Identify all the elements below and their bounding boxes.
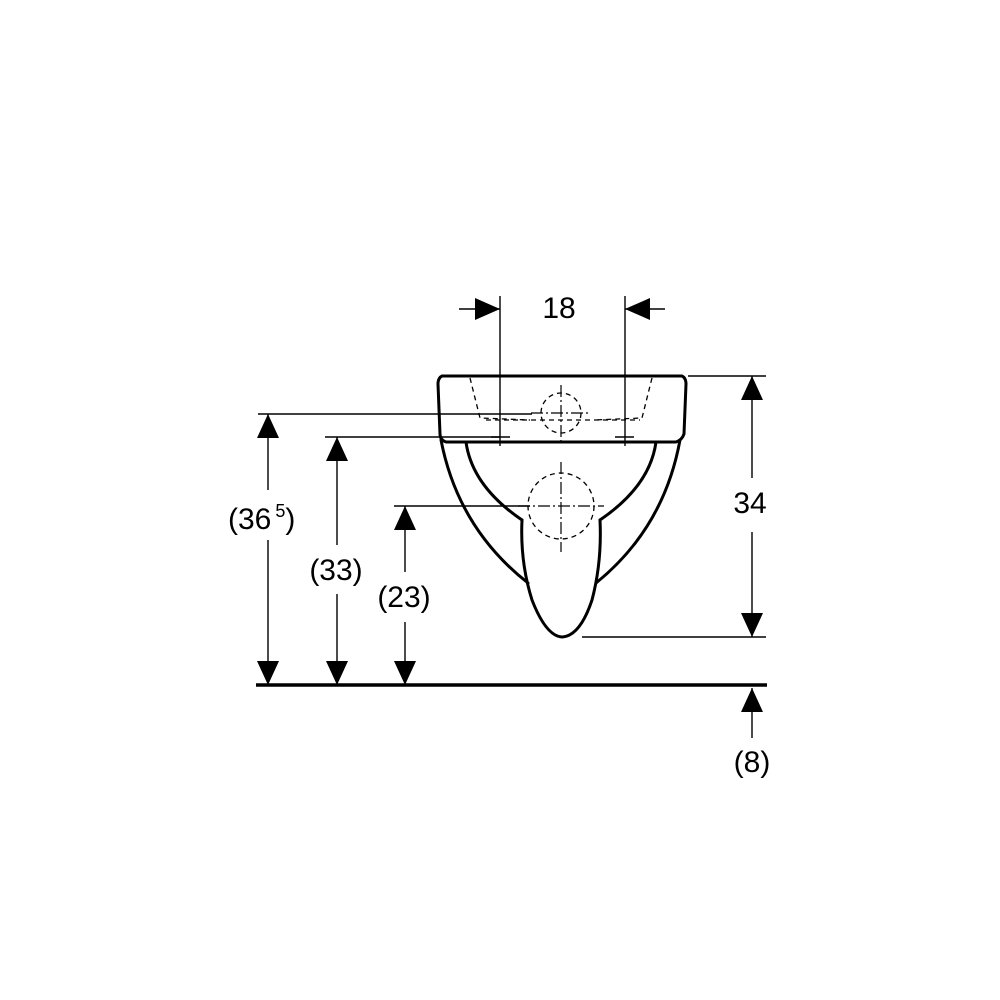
arrow-up	[326, 437, 348, 461]
dimension-8: (8)	[734, 688, 771, 779]
fixing-point-right	[615, 428, 634, 446]
arrow-right	[475, 298, 500, 320]
arrow-down	[257, 661, 279, 685]
dimension-34-label: 34	[733, 487, 766, 520]
arrow-up	[257, 414, 279, 438]
arrow-down	[741, 613, 763, 637]
arrow-left	[625, 298, 650, 320]
arrow-up	[741, 688, 763, 712]
inlet-connection	[531, 385, 591, 441]
dimension-18-label: 18	[542, 292, 575, 325]
waste-connection	[518, 462, 604, 552]
arrow-down	[394, 661, 416, 685]
urinal-outline	[436, 374, 688, 639]
arrow-up	[394, 506, 416, 530]
arrow-down	[326, 661, 348, 685]
arrow-up	[741, 376, 763, 400]
dimension-34: 34	[582, 375, 767, 638]
dimension-33: (33)	[309, 436, 500, 685]
dimension-18: 18	[459, 292, 665, 428]
dimension-23: (23)	[377, 505, 530, 685]
dimension-33-label: (33)	[309, 554, 362, 587]
dimension-23-label: (23)	[377, 581, 430, 614]
dimension-8-label: (8)	[734, 746, 771, 779]
